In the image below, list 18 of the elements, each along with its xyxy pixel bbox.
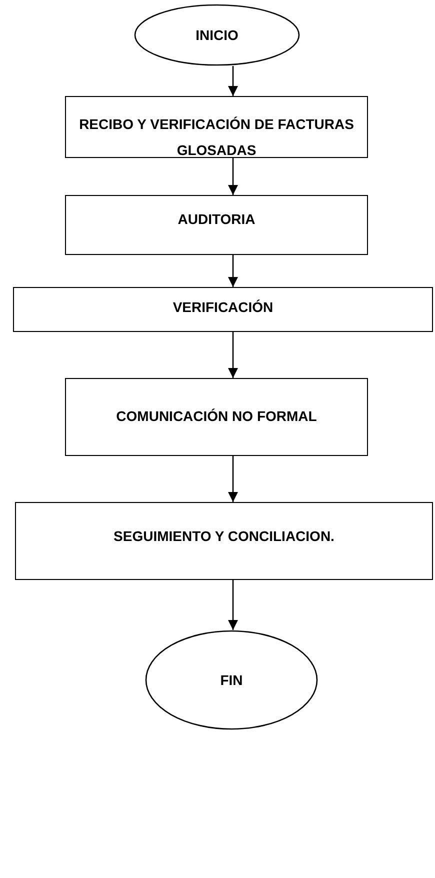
arrow [228, 158, 238, 195]
arrow [228, 332, 238, 378]
step-label: SEGUIMIENTO Y CONCILIACION. [114, 527, 334, 546]
step-label: RECIBO Y VERIFICACIÓN DE FACTURAS GLOSADAS [78, 115, 355, 157]
arrow [228, 66, 238, 96]
step-label: INICIO [196, 26, 238, 45]
step-label: VERIFICACIÓN [172, 298, 274, 317]
process-box [65, 195, 368, 255]
step-label: FIN [220, 671, 243, 690]
step-label: AUDITORIA [178, 210, 256, 229]
process-box [13, 287, 433, 332]
process-box [65, 96, 368, 158]
arrow [228, 255, 238, 287]
step-label: COMUNICACIÓN NO FORMAL [116, 407, 317, 426]
process-box [15, 502, 433, 580]
arrow [228, 456, 238, 502]
process-box [65, 378, 368, 456]
arrow [228, 580, 238, 630]
